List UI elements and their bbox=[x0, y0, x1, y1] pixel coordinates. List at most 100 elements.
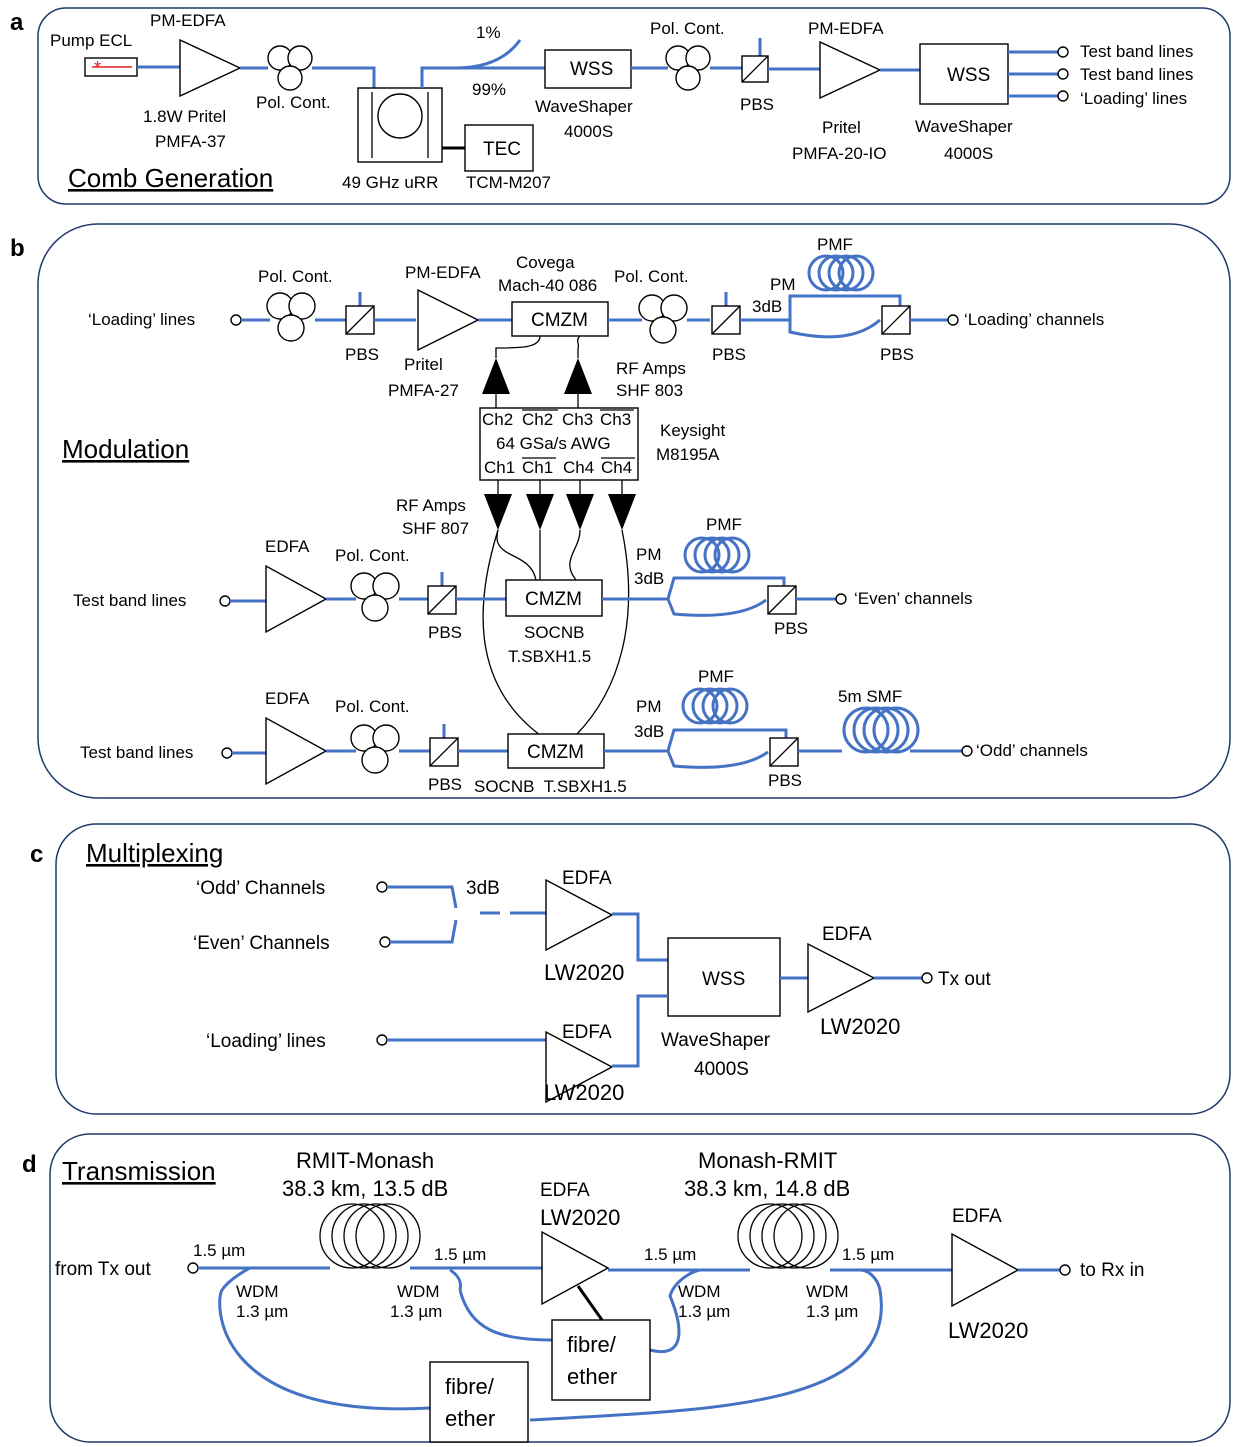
amplifier-icon bbox=[541, 1230, 610, 1306]
rfamp1-label-2: SHF 803 bbox=[616, 381, 683, 400]
r1-pbs2-label: PBS bbox=[712, 345, 746, 364]
edfa-lower-label: EDFA bbox=[562, 1022, 612, 1043]
amplifier-icon bbox=[417, 288, 480, 352]
pbs-label: PBS bbox=[740, 95, 774, 114]
out-loading-lines: ‘Loading’ lines bbox=[1080, 89, 1187, 108]
tec-model-label: TCM-M207 bbox=[466, 173, 551, 192]
wdm-label-4: WDM bbox=[806, 1282, 848, 1301]
edfa1-top-label: PM-EDFA bbox=[150, 11, 226, 30]
panel-b-border bbox=[37, 223, 1231, 799]
r3-output-label: ‘Odd’ channels bbox=[976, 741, 1088, 760]
r3-input-label: Test band lines bbox=[80, 743, 193, 762]
r3-edfa-label: EDFA bbox=[265, 689, 310, 708]
panel-a: a Comb Generation Pump ECL * PM-EDFA 1.8… bbox=[10, 7, 1231, 205]
rm-link-label-1: RMIT-Monash bbox=[296, 1148, 434, 1173]
r2-output-label: ‘Even’ channels bbox=[854, 589, 972, 608]
awg-label-1: Keysight bbox=[660, 421, 725, 440]
wdm-label-2: WDM bbox=[397, 1282, 439, 1301]
awg-ch-top-0: Ch2 bbox=[482, 410, 513, 429]
wss-label-1: WaveShaper bbox=[661, 1030, 771, 1051]
r1-pbs-label: PBS bbox=[345, 345, 379, 364]
edfa-upper-label: EDFA bbox=[562, 868, 612, 889]
wss2-label: WSS bbox=[947, 65, 990, 86]
tec-box bbox=[464, 124, 534, 172]
awg-ch-top-3: Ch3 bbox=[600, 410, 631, 429]
awg-box bbox=[479, 407, 639, 481]
edfa-lower-model: LW2020 bbox=[544, 1080, 624, 1105]
r2-mod-label-1: SOCNB bbox=[524, 623, 584, 642]
edfa-out-model: LW2020 bbox=[820, 1014, 900, 1039]
um15-label-3: 1.5 µm bbox=[644, 1245, 696, 1264]
ether-label-1: ether bbox=[567, 1364, 617, 1389]
pmf-coil-icon bbox=[807, 254, 875, 292]
amplifier-icon bbox=[951, 1232, 1020, 1308]
rf-amp-icon bbox=[482, 358, 510, 394]
wss2-box bbox=[919, 43, 1009, 105]
panel-b: b Modulation ‘Loading’ lines Pol. Cont. … bbox=[10, 223, 1231, 799]
coupler-3db-label: 3dB bbox=[466, 878, 500, 899]
polcont2-label: Pol. Cont. bbox=[650, 19, 725, 38]
edfa-end-model: LW2020 bbox=[948, 1318, 1028, 1343]
r3-pbs2-label: PBS bbox=[768, 771, 802, 790]
title-multiplexing: Multiplexing bbox=[86, 838, 223, 868]
wss1-label: WSS bbox=[570, 59, 613, 80]
r1-pmf-label: PMF bbox=[817, 235, 853, 254]
amplifier-icon bbox=[819, 40, 882, 100]
panel-d: d Transmission RMIT-Monash 38.3 km, 13.5… bbox=[22, 1133, 1231, 1443]
mr-link-label-1: Monash-RMIT bbox=[698, 1148, 837, 1173]
fibre-spool-icon bbox=[737, 1203, 839, 1269]
um13-label-1: 1.3 µm bbox=[236, 1302, 288, 1321]
r2-input-label: Test band lines bbox=[73, 591, 186, 610]
wss2-label-1: WaveShaper bbox=[915, 117, 1013, 136]
amplifier-icon bbox=[265, 564, 328, 634]
r2-pm-label: PM bbox=[636, 545, 662, 564]
r1-mod-label-1: Covega bbox=[516, 253, 575, 272]
amplifier-icon bbox=[545, 878, 614, 952]
r2-edfa-label: EDFA bbox=[265, 537, 310, 556]
rfamp1-label-1: RF Amps bbox=[616, 359, 686, 378]
wss-label: WSS bbox=[702, 969, 745, 990]
r2-pbs2-label: PBS bbox=[774, 619, 808, 638]
tec-label: TEC bbox=[483, 139, 521, 160]
awg-ch-bot-0: Ch1 bbox=[484, 458, 515, 477]
fibre-ether-box-1 bbox=[551, 1319, 651, 1401]
um15-label-1: 1.5 µm bbox=[193, 1241, 245, 1260]
ether-label-2: ether bbox=[445, 1406, 495, 1431]
amplifier-icon bbox=[179, 38, 242, 98]
r1-3db-label: 3dB bbox=[752, 297, 782, 316]
awg-label-2: M8195A bbox=[656, 445, 720, 464]
r3-mod-label: SOCNB T.SBXH1.5 bbox=[474, 777, 627, 796]
pmf-coil-icon bbox=[683, 536, 751, 574]
out-test-band-1: Test band lines bbox=[1080, 42, 1193, 61]
panel-letter-c: c bbox=[30, 841, 43, 868]
edfa-mid-label: EDFA bbox=[540, 1180, 590, 1201]
um13-label-3: 1.3 µm bbox=[678, 1302, 730, 1321]
from-tx-label: from Tx out bbox=[55, 1259, 151, 1280]
mr-link-label-2: 38.3 km, 14.8 dB bbox=[684, 1176, 850, 1201]
wss-label-2: 4000S bbox=[694, 1059, 749, 1080]
r3-3db-label: 3dB bbox=[634, 722, 664, 741]
edfa1-label-2: PMFA-37 bbox=[155, 132, 226, 151]
urr-label: 49 GHz uRR bbox=[342, 173, 438, 192]
r3-pm-label: PM bbox=[636, 697, 662, 716]
awg-ch-bot-2: Ch4 bbox=[563, 458, 594, 477]
r2-mod-label-2: T.SBXH1.5 bbox=[508, 647, 591, 666]
fibre-label-1: fibre/ bbox=[567, 1332, 617, 1357]
wss1-label-2: 4000S bbox=[564, 122, 613, 141]
edfa2-label-1: Pritel bbox=[822, 118, 861, 137]
r1-edfa-label-1: Pritel bbox=[404, 355, 443, 374]
awg-ch-bot-3: Ch4 bbox=[601, 458, 632, 477]
wss-box bbox=[667, 937, 781, 1017]
rf-amp-icon bbox=[608, 494, 636, 530]
to-rx-label: to Rx in bbox=[1080, 1260, 1144, 1281]
um13-label-2: 1.3 µm bbox=[390, 1302, 442, 1321]
fibre-ether-box-2 bbox=[429, 1361, 529, 1443]
r2-polcont-label: Pol. Cont. bbox=[335, 546, 410, 565]
even-channels-label: ‘Even’ Channels bbox=[193, 933, 330, 954]
r3-polcont-label: Pol. Cont. bbox=[335, 697, 410, 716]
amplifier-icon bbox=[265, 716, 328, 786]
edfa-end-label: EDFA bbox=[952, 1206, 1002, 1227]
r1-polcont-label: Pol. Cont. bbox=[258, 267, 333, 286]
wdm-label-1: WDM bbox=[236, 1282, 278, 1301]
